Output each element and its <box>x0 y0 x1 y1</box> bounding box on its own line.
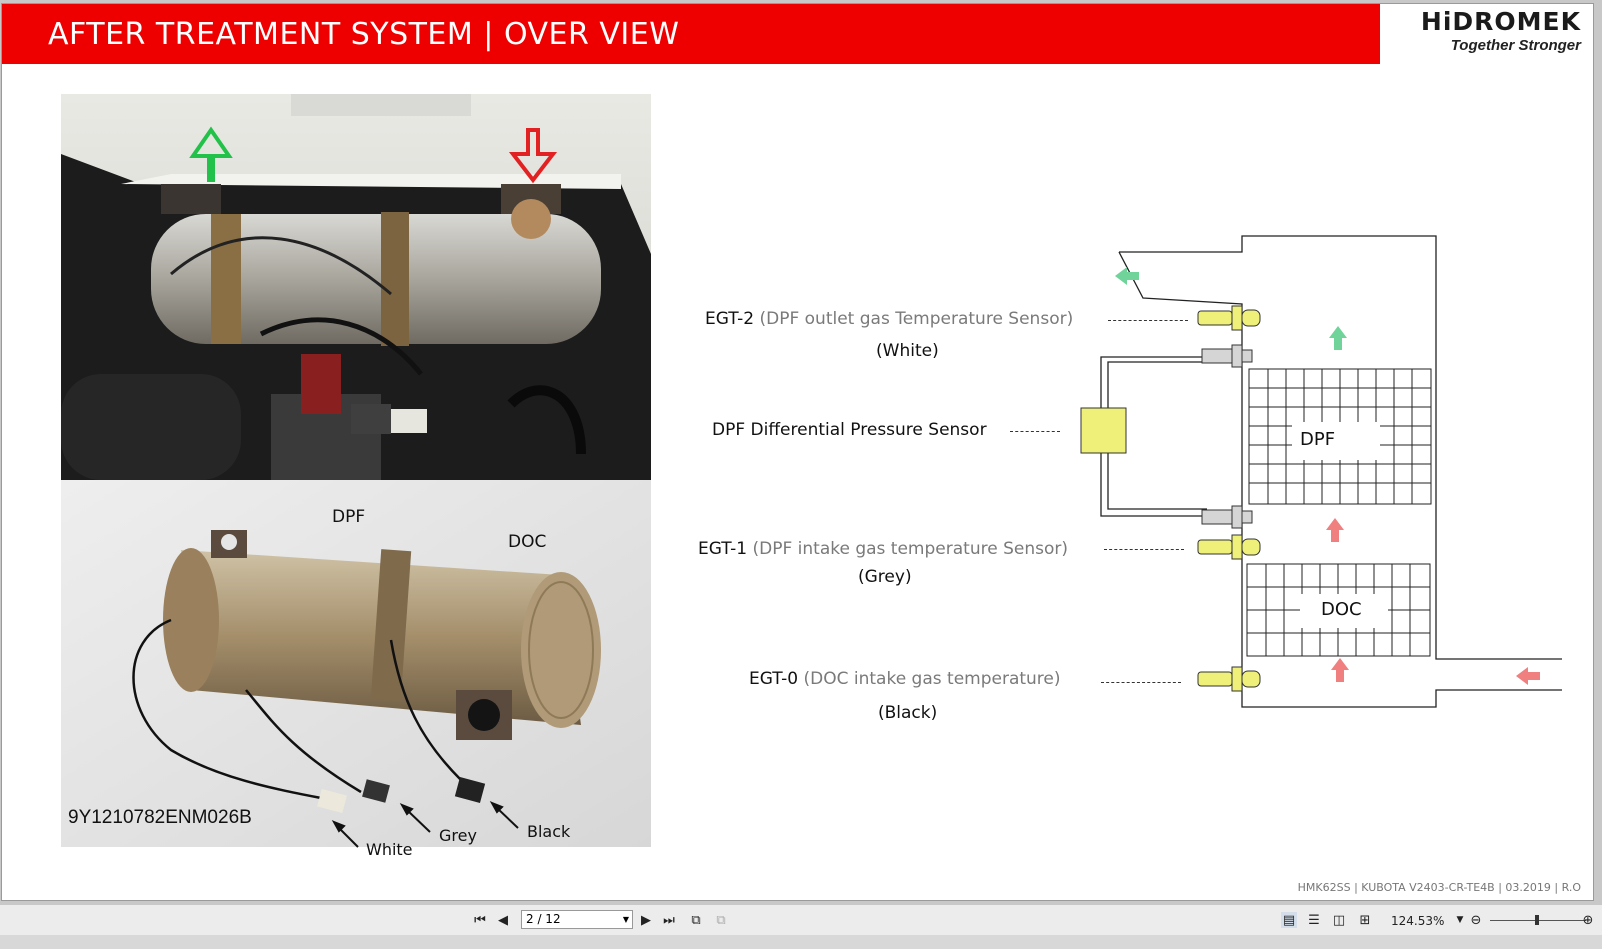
previous-view-icon[interactable]: ⧉ <box>691 912 701 928</box>
hidromek-logo: HiDROMEK Together Stronger <box>1376 8 1581 64</box>
aftertreatment-diagram <box>1080 235 1562 708</box>
egt1-label: EGT-1 (DPF intake gas temperature Sensor… <box>698 539 1068 559</box>
logo-tagline: Together Stronger <box>1450 37 1581 54</box>
part-number-label: 9Y1210782ENM026B <box>68 807 252 828</box>
egt0-label: EGT-0 (DOC intake gas temperature) <box>749 669 1061 689</box>
photo-label-doc: DOC <box>508 532 547 552</box>
egt1-desc: (DPF intake gas temperature Sensor) <box>752 539 1068 559</box>
continuous-view-icon[interactable]: ☰ <box>1308 912 1320 928</box>
zoom-in-icon[interactable]: ⊕ <box>1582 912 1594 928</box>
engine-bay-photo <box>61 94 651 480</box>
photo-label-white: White <box>366 840 413 859</box>
zoom-slider-knob[interactable] <box>1535 915 1539 925</box>
viewer-toolbar: ⏮ ◀ 2 / 12 ▼ ▶ ⏭ ⧉ ⧉ ▤ ☰ ◫ ⊞ 124.53% ▼ ⊖… <box>0 905 1602 935</box>
page-number-value: 2 / 12 <box>526 912 561 926</box>
zoom-level[interactable]: 124.53% <box>1391 914 1445 928</box>
egt1-code: EGT-1 <box>698 539 748 559</box>
dpf-doc-unit-photo <box>61 480 651 847</box>
logo-brand: HiDROMEK <box>1420 7 1581 36</box>
dpf-box-label: DPF <box>1300 429 1336 450</box>
egt0-color: (Black) <box>878 703 938 723</box>
egt2-leader <box>1108 320 1188 321</box>
egt0-code: EGT-0 <box>749 669 799 689</box>
document-footer-note: HMK62SS | KUBOTA V2403-CR-TE4B | 03.2019… <box>1297 881 1581 894</box>
page-number-input[interactable]: 2 / 12 ▼ <box>521 910 633 929</box>
egt1-leader <box>1104 549 1184 550</box>
photo-label-grey: Grey <box>439 826 477 845</box>
egt0-desc: (DOC intake gas temperature) <box>803 669 1061 689</box>
zoom-dropdown-icon[interactable]: ▼ <box>1456 915 1464 925</box>
page-dropdown-icon[interactable]: ▼ <box>622 915 629 924</box>
facing-view-icon[interactable]: ◫ <box>1332 912 1346 928</box>
next-view-icon[interactable]: ⧉ <box>716 912 726 928</box>
egt0-leader <box>1101 682 1181 683</box>
dps-leader <box>1010 431 1060 432</box>
egt2-desc: (DPF outlet gas Temperature Sensor) <box>759 309 1074 329</box>
photo-label-dpf: DPF <box>332 507 366 527</box>
status-strip <box>0 935 1602 949</box>
first-page-icon[interactable]: ⏮ <box>474 912 486 928</box>
next-page-icon[interactable]: ▶ <box>641 912 651 928</box>
dps-label: DPF Differential Pressure Sensor <box>712 420 987 440</box>
photo-label-black: Black <box>527 822 571 841</box>
egt2-code: EGT-2 <box>705 309 755 329</box>
zoom-out-icon[interactable]: ⊖ <box>1470 912 1482 928</box>
last-page-icon[interactable]: ⏭ <box>663 912 675 928</box>
previous-page-icon[interactable]: ◀ <box>498 912 508 928</box>
egt2-color: (White) <box>876 341 939 361</box>
egt1-color: (Grey) <box>858 567 912 587</box>
single-page-view-icon[interactable]: ▤ <box>1281 912 1297 928</box>
doc-box-label: DOC <box>1321 599 1362 620</box>
page-title: AFTER TREATMENT SYSTEM | OVER VIEW <box>48 17 680 52</box>
title-bar: AFTER TREATMENT SYSTEM | OVER VIEW <box>2 4 1380 64</box>
document-page: AFTER TREATMENT SYSTEM | OVER VIEW HiDRO… <box>1 3 1594 901</box>
continuous-facing-view-icon[interactable]: ⊞ <box>1359 912 1371 928</box>
egt2-label: EGT-2 (DPF outlet gas Temperature Sensor… <box>705 309 1073 329</box>
